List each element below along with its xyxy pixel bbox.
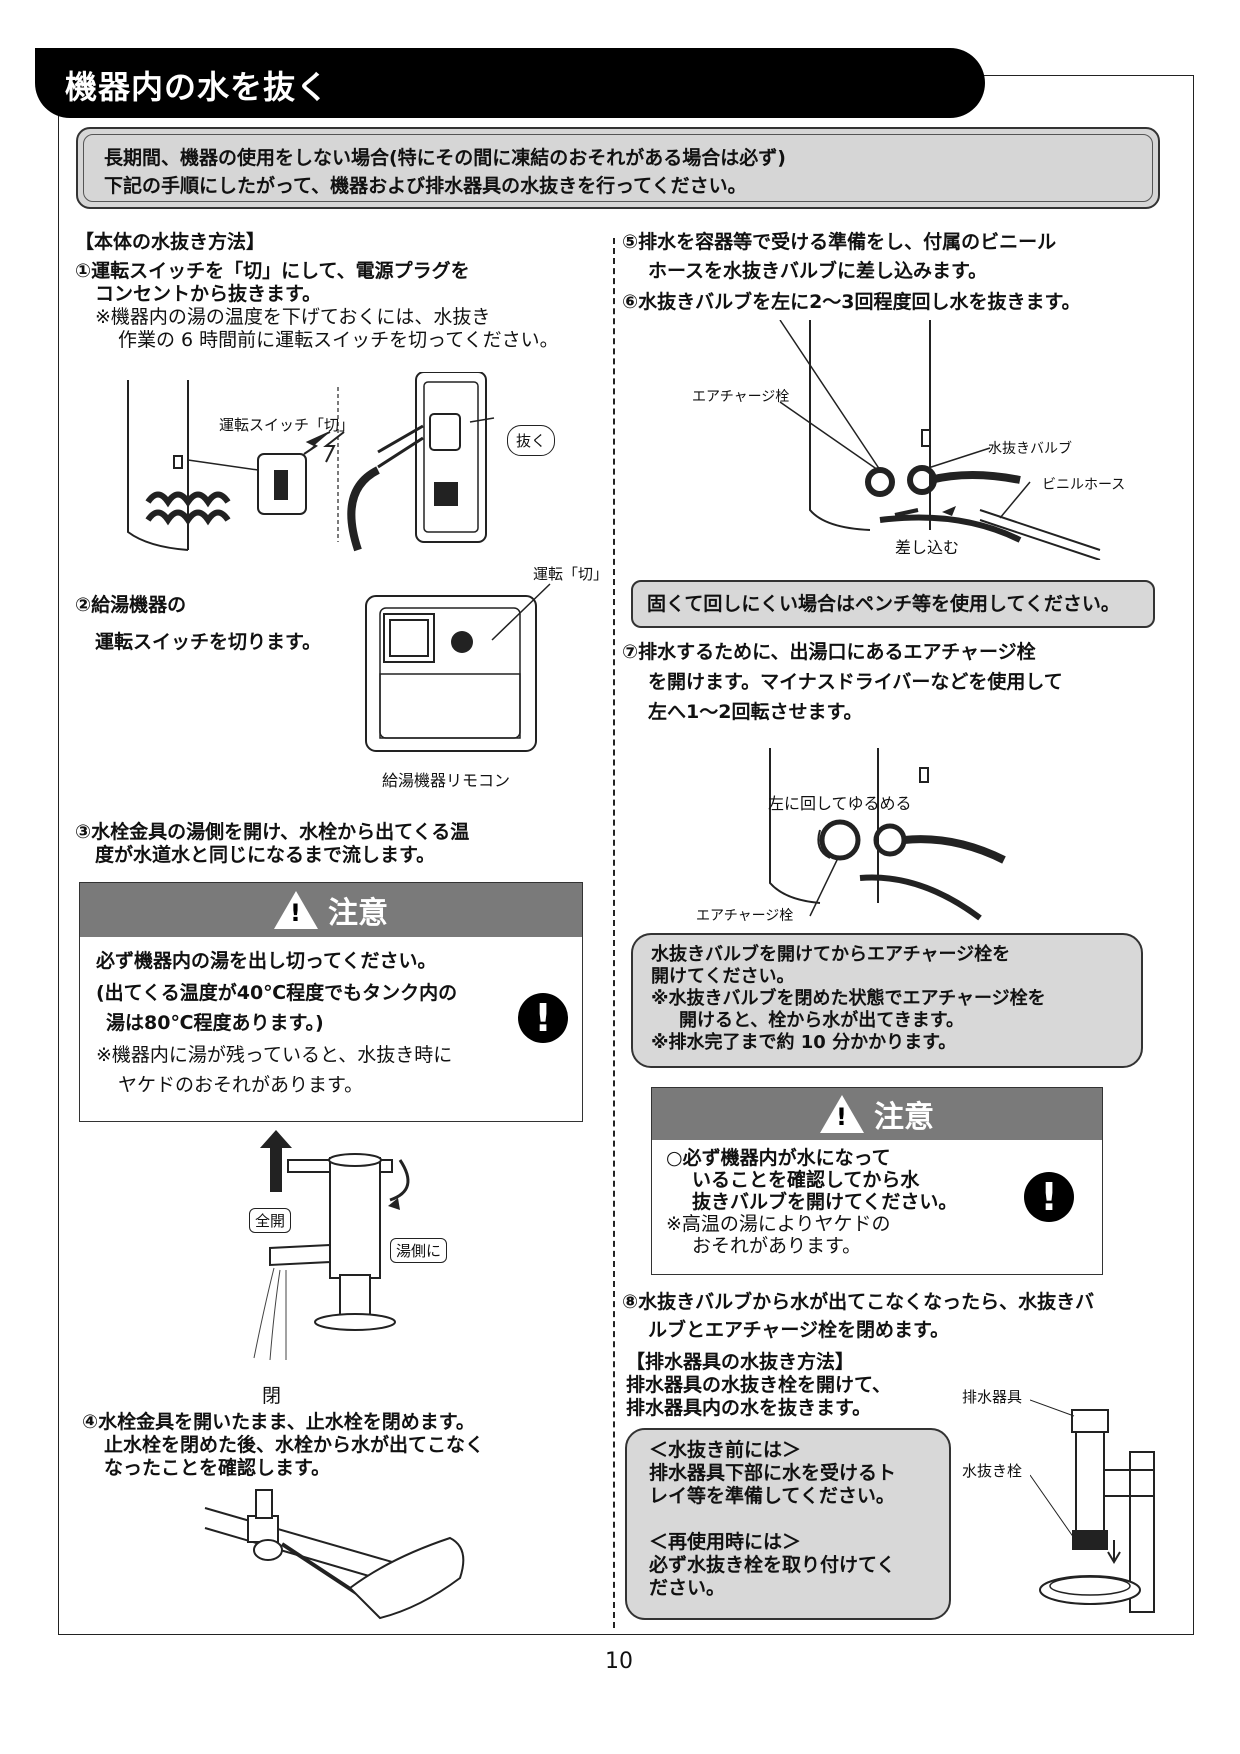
step2-line2: 運転スイッチを切ります。 [95,631,322,653]
caution-title-right: 注意 [874,1100,934,1135]
page-number: 10 [605,1649,633,1674]
column-divider [613,238,615,1628]
warning-icon-right: ! [820,1095,864,1133]
step5-line1: ⑤排水を容器等で受ける準備をし、付属のビニール [622,231,1057,253]
notice-line-1: 長期間、機器の使用をしない場合(特にその間に凍結のおそれがある場合は必ず) [104,147,786,169]
step7-line3: 左へ1～2回転させます。 [648,701,863,723]
step2-line1: ②給湯機器の [75,594,187,616]
step3-line1: ③水栓金具の湯側を開け、水栓から出てくる温 [75,821,470,843]
step7-line1: ⑦排水するために、出湯口にあるエアチャージ栓 [622,641,1036,663]
page-title: 機器内の水を抜く [65,68,330,106]
caution-bar: ! 注意 [80,883,582,937]
step1-note1: ※機器内の湯の温度を下げておくには、水抜き [95,306,491,328]
order-note-3: ※水抜きバルブを閉めた状態でエアチャージ栓を [651,988,1046,1009]
caution-box-left: ! 注意 必ず機器内の湯を出し切ってください。 (出てくる温度が40℃程度でもタ… [79,882,583,1122]
caution-bar-right: ! 注意 [652,1088,1102,1140]
drain-fixture-label: 排水器具 [962,1388,1023,1406]
step1-line1: ①運転スイッチを「切」にして、電源プラグを [75,260,470,282]
warning-icon: ! [274,891,318,929]
order-note-1: 水抜きバルブを開けてからエアチャージ栓を [651,944,1011,965]
drain-note-7: ださい。 [649,1577,726,1599]
unplug-figure [127,372,495,552]
close-label: 閉 [262,1385,282,1407]
drain-text-2: 排水器具内の水を抜きます。 [626,1397,872,1419]
order-note-4: 開けると、栓から水が出てきます。 [679,1010,964,1031]
exclamation-icon: ! [518,993,568,1043]
step1-note2: 作業の 6 時間前に運転スイッチを切ってください。 [118,329,559,351]
air-charge-label: エアチャージ栓 [692,389,790,405]
step4-line1: ④水栓金具を開いたまま、止水栓を閉めます。 [82,1411,475,1433]
unplug-label: 抜く [507,425,556,456]
caution-right-line2: いることを確認してから水 [692,1169,920,1191]
caution-right-line1: ○必ず機器内が水になって [666,1147,891,1169]
drain-note-box: ＜水抜き前には＞ 排水器具下部に水を受けるト レイ等を準備してください。 ＜再使… [625,1428,951,1620]
order-note-box: 水抜きバルブを開けてからエアチャージ栓を 開けてください。 ※水抜きバルブを閉め… [631,933,1143,1068]
drain-valve-figure [779,320,1101,560]
caution-line5: ヤケドのおそれがあります。 [118,1074,364,1096]
hot-side-label: 湯側に [390,1238,448,1263]
step4-line3: なったことを確認します。 [104,1457,331,1479]
drain-note-6: 必ず水抜き栓を取り付けてく [649,1554,896,1576]
caution-title: 注意 [328,896,388,931]
caution-line4: ※機器内に湯が残っていると、水抜き時に [96,1044,453,1066]
drain-plug-label: 水抜き栓 [962,1462,1023,1480]
drain-note-5: ＜再使用時には＞ [649,1531,802,1553]
faucet-figure [253,1130,410,1361]
air-charge-label-2: エアチャージ栓 [696,908,794,924]
section-header: 機器内の水を抜く [35,48,985,118]
drain-note-3: レイ等を準備してください。 [649,1485,895,1507]
drain-fixture-figure [1030,1399,1155,1613]
step8-line1: ⑧水抜きバルブから水が出てこなくなったら、水抜きバ [622,1291,1095,1313]
pliers-note: 固くて回しにくい場合はペンチ等を使用してください。 [647,593,1120,615]
drain-text-1: 排水器具の水抜き栓を開けて、 [626,1374,892,1396]
caution-line1: 必ず機器内の湯を出し切ってください。 [96,950,437,972]
drain-valve-label: 水抜きバルブ [988,441,1072,457]
section-fixture-drain: 【排水器具の水抜き方法】 [626,1351,855,1373]
caution-right-line4: ※高温の湯によりヤケドの [666,1213,891,1235]
pliers-note-box: 固くて回しにくい場合はペンチ等を使用してください。 [631,580,1155,628]
notice-line-2: 下記の手順にしたがって、機器および排水器具の水抜きを行ってください。 [104,175,747,197]
insert-label: 差し込む [895,538,960,557]
remote-off-label: 運転「切」 [533,565,609,583]
step5-line2: ホースを水抜きバルブに差し込みます。 [648,260,988,282]
vinyl-hose-label: ビニルホース [1042,477,1126,493]
caution-right-line3: 抜きバルブを開けてください。 [692,1191,958,1213]
drain-note-2: 排水器具下部に水を受けるト [649,1462,897,1484]
caution-right-line5: おそれがあります。 [692,1235,862,1257]
order-note-5: ※排水完了まで約 10 分かかります。 [651,1032,957,1053]
step3-line2: 度が水道水と同じになるまで流します。 [95,844,436,866]
full-open-label: 全開 [249,1208,292,1233]
caution-box-right: ! 注意 ○必ず機器内が水になって いることを確認してから水 抜きバルブを開けて… [651,1087,1103,1275]
exclamation-icon-right: ! [1024,1172,1074,1222]
caution-line3: 湯は80℃程度あります。) [106,1012,324,1034]
step6: ⑥水抜きバルブを左に2～3回程度回し水を抜きます。 [622,291,1081,313]
remote-figure [365,583,551,752]
loosen-label: 左に回してゆるめる [768,794,912,813]
air-charge-figure [769,748,1006,921]
step1-line2: コンセントから抜きます。 [95,283,322,305]
stop-valve-figure [204,1489,465,1620]
caution-line2: (出てくる温度が40℃程度でもタンク内の [96,982,458,1004]
order-note-2: 開けてください。 [651,966,795,987]
switch-off-label: 運転スイッチ「切」 [219,416,355,434]
notice-box: 長期間、機器の使用をしない場合(特にその間に凍結のおそれがある場合は必ず) 下記… [76,127,1160,209]
step7-line2: を開けます。マイナスドライバーなどを使用して [648,671,1063,693]
section-body-drain: 【本体の水抜き方法】 [75,231,266,253]
step8-line2: ルブとエアチャージ栓を閉めます。 [648,1319,950,1341]
remote-caption: 給湯機器リモコン [382,771,511,790]
drain-note-1: ＜水抜き前には＞ [649,1439,802,1461]
step4-line2: 止水栓を閉めた後、水栓から水が出てこなく [104,1434,485,1456]
